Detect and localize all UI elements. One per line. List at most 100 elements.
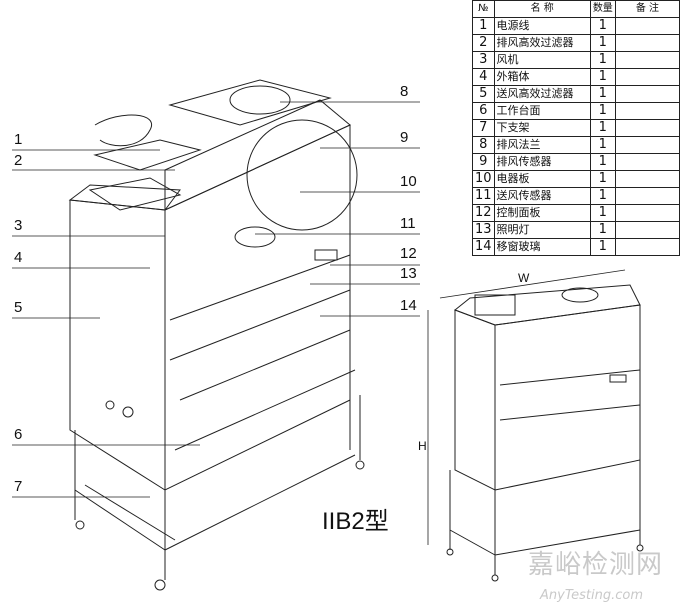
callout-14: 14 bbox=[400, 297, 417, 314]
cell-no: 5 bbox=[472, 85, 495, 103]
cell-name: 排风传感器 bbox=[493, 153, 591, 171]
callout-3: 3 bbox=[14, 217, 23, 234]
dimension-height: H bbox=[418, 439, 427, 453]
cell-remark bbox=[614, 17, 680, 35]
table-header: № 名 称 数量 备 注 bbox=[472, 0, 680, 18]
callout-13: 13 bbox=[400, 265, 417, 282]
cell-no: 10 bbox=[472, 170, 495, 188]
cell-name: 电源线 bbox=[493, 17, 591, 35]
callout-10: 10 bbox=[400, 173, 417, 190]
callout-4: 4 bbox=[14, 249, 23, 266]
cell-no: 3 bbox=[472, 51, 495, 69]
callout-9: 9 bbox=[400, 129, 409, 146]
dimension-width: W bbox=[518, 271, 530, 285]
cell-remark bbox=[614, 221, 680, 239]
callout-leaders bbox=[12, 101, 420, 498]
cell-no: 1 bbox=[472, 17, 495, 35]
cell-qty: 1 bbox=[589, 136, 616, 154]
cell-name: 送风传感器 bbox=[493, 187, 591, 205]
cell-remark bbox=[614, 204, 680, 222]
cell-name: 送风高效过滤器 bbox=[493, 85, 591, 103]
cell-name: 风机 bbox=[493, 51, 591, 69]
cell-no: 4 bbox=[472, 68, 495, 86]
cell-qty: 1 bbox=[589, 68, 616, 86]
cell-remark bbox=[614, 102, 680, 120]
cell-qty: 1 bbox=[589, 51, 616, 69]
cell-remark bbox=[614, 34, 680, 52]
cell-qty: 1 bbox=[589, 238, 616, 256]
callout-6: 6 bbox=[14, 426, 23, 443]
cell-name: 照明灯 bbox=[493, 221, 591, 239]
cell-remark bbox=[614, 187, 680, 205]
callout-11: 11 bbox=[400, 215, 416, 232]
cell-no: 2 bbox=[472, 34, 495, 52]
callout-2: 2 bbox=[14, 152, 23, 169]
cell-name: 外箱体 bbox=[493, 68, 591, 86]
cell-remark bbox=[614, 136, 680, 154]
cell-name: 移窗玻璃 bbox=[493, 238, 591, 256]
watermark-cn: 嘉峪检测网 bbox=[528, 550, 664, 580]
cell-no: 11 bbox=[472, 187, 495, 205]
cell-qty: 1 bbox=[589, 204, 616, 222]
cell-qty: 1 bbox=[589, 119, 616, 137]
watermark-en: AnyTesting.com bbox=[540, 588, 644, 603]
cell-qty: 1 bbox=[589, 221, 616, 239]
cell-name: 工作台面 bbox=[493, 102, 591, 120]
cell-qty: 1 bbox=[589, 17, 616, 35]
main-cabinet bbox=[68, 79, 365, 591]
cell-name: 排风法兰 bbox=[493, 136, 591, 154]
cell-name: 下支架 bbox=[493, 119, 591, 137]
cell-qty: 1 bbox=[589, 34, 616, 52]
cell-name: 排风高效过滤器 bbox=[493, 34, 591, 52]
cell-name: 控制面板 bbox=[493, 204, 591, 222]
cell-remark bbox=[614, 68, 680, 86]
callout-5: 5 bbox=[14, 299, 23, 316]
cell-remark bbox=[614, 51, 680, 69]
callout-8: 8 bbox=[400, 83, 409, 100]
cell-no: 13 bbox=[472, 221, 495, 239]
cell-remark bbox=[614, 238, 680, 256]
cell-no: 9 bbox=[472, 153, 495, 171]
cell-remark bbox=[614, 153, 680, 171]
cell-qty: 1 bbox=[589, 85, 616, 103]
cell-remark bbox=[614, 170, 680, 188]
cell-qty: 1 bbox=[589, 187, 616, 205]
cell-qty: 1 bbox=[589, 153, 616, 171]
header-qty: 数量 bbox=[589, 0, 616, 18]
cell-no: 7 bbox=[472, 119, 495, 137]
callout-1: 1 bbox=[14, 131, 23, 148]
callout-7: 7 bbox=[14, 478, 23, 495]
header-no: № bbox=[472, 0, 495, 18]
cell-no: 14 bbox=[472, 238, 495, 256]
callout-12: 12 bbox=[400, 245, 417, 262]
cell-remark bbox=[614, 119, 680, 137]
side-view-cabinet bbox=[427, 269, 644, 582]
cell-no: 6 bbox=[472, 102, 495, 120]
cell-no: 8 bbox=[472, 136, 495, 154]
header-remark: 备 注 bbox=[614, 0, 680, 18]
cell-qty: 1 bbox=[589, 102, 616, 120]
cell-name: 电器板 bbox=[493, 170, 591, 188]
model-label: IIB2型 bbox=[322, 508, 389, 535]
cell-qty: 1 bbox=[589, 170, 616, 188]
header-name: 名 称 bbox=[493, 0, 591, 18]
cell-remark bbox=[614, 85, 680, 103]
cell-no: 12 bbox=[472, 204, 495, 222]
